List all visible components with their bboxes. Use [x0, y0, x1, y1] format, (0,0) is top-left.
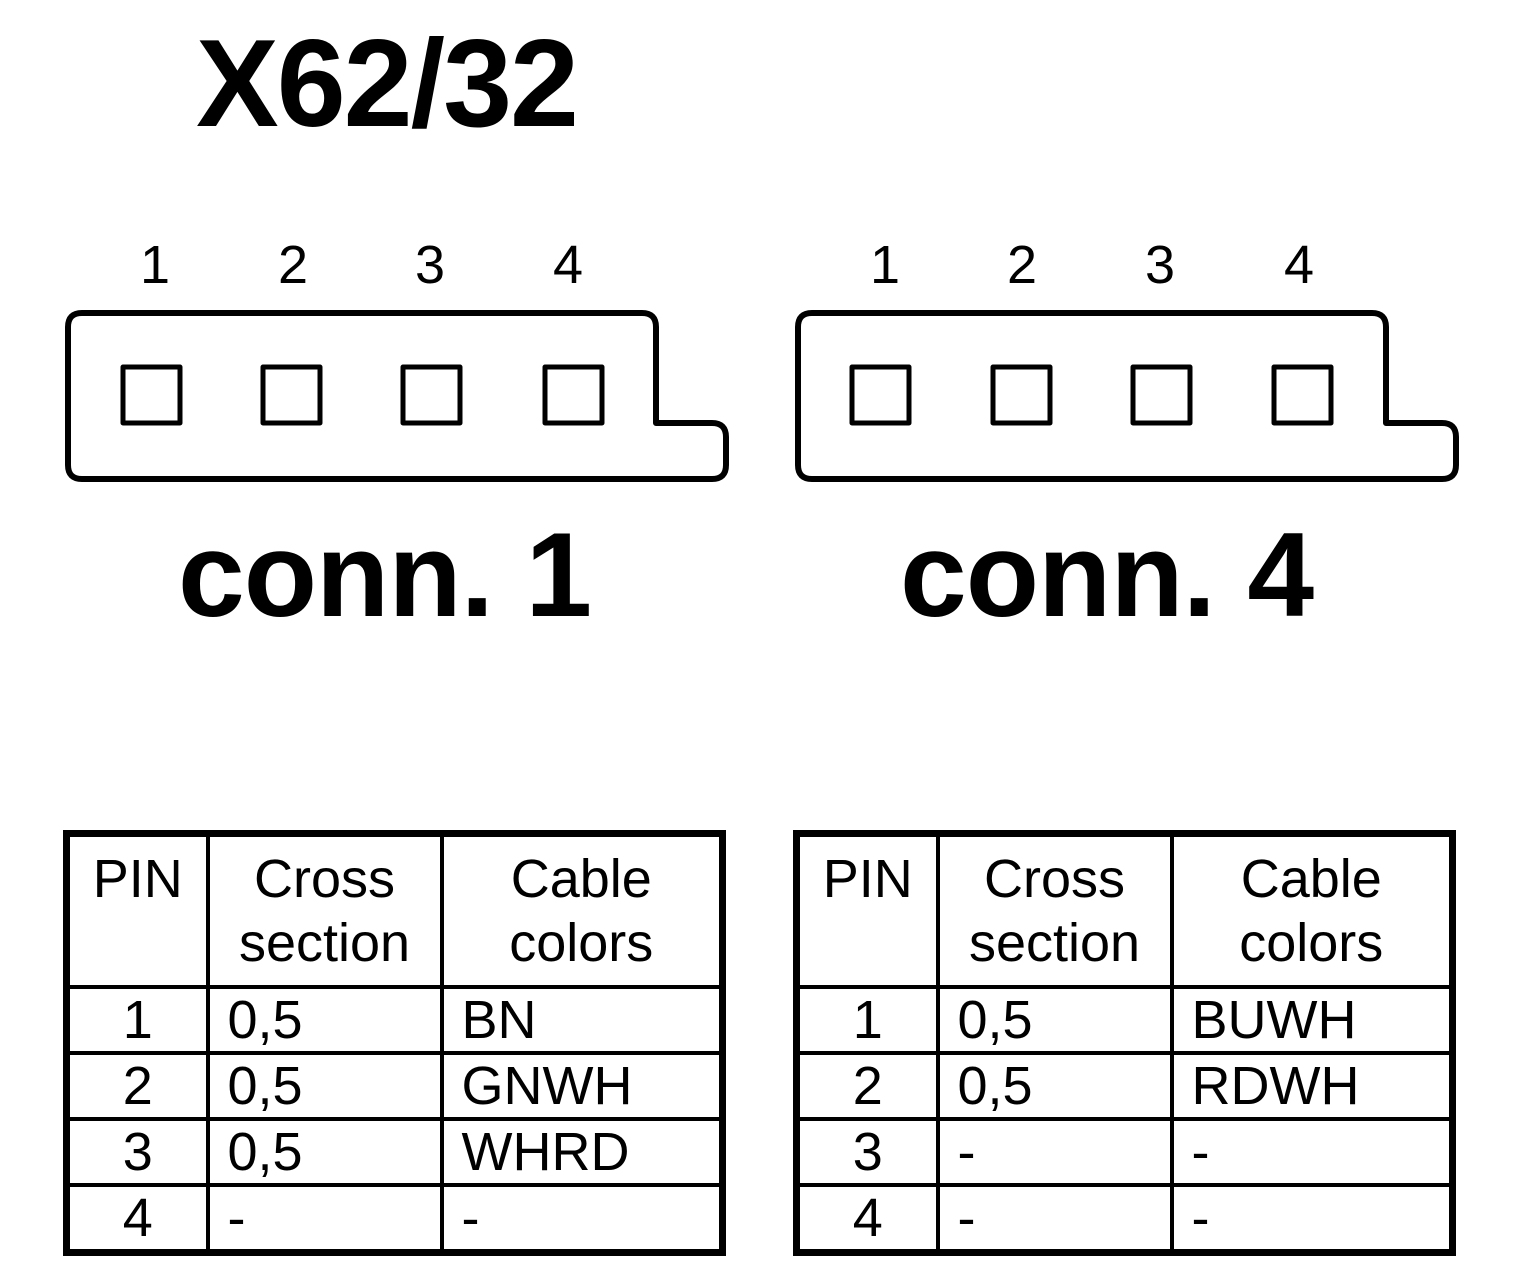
pin-cell: 3 — [64, 1117, 210, 1187]
pin-cell: 1 — [794, 985, 940, 1055]
conn1-pin-number-2: 2 — [277, 235, 309, 295]
cross-section-cell: - — [205, 1183, 444, 1255]
pin-cell: 1 — [64, 985, 210, 1055]
conn4-pin-number-2: 2 — [1006, 235, 1038, 295]
conn4-pin-number-4: 4 — [1283, 235, 1315, 295]
cross-section-cell: 0,5 — [205, 985, 444, 1055]
cross-section-cell: 0,5 — [935, 1051, 1174, 1121]
connector-4-label: conn. 4 — [900, 508, 1314, 642]
pin-header: PIN — [794, 831, 940, 989]
diagram-title: X62/32 — [196, 15, 579, 153]
wiring-table-conn-4: PIN Cross section Cable colors 1 0,5 BUW… — [793, 830, 1456, 1256]
conn4-pin-socket-1 — [849, 364, 912, 426]
conn4-pin-socket-4 — [1271, 364, 1334, 426]
pin-cell: 3 — [794, 1117, 940, 1187]
conn1-pin-socket-1 — [120, 364, 183, 426]
cable-color-cell: GNWH — [439, 1051, 725, 1121]
cable-color-cell: - — [1169, 1183, 1455, 1255]
pin-cell: 4 — [794, 1183, 940, 1255]
wiring-table-conn-1: PIN Cross section Cable colors 1 0,5 BN … — [63, 830, 726, 1256]
table-row: 4 - - — [794, 1183, 1455, 1255]
conn1-pin-socket-4 — [542, 364, 605, 426]
conn1-pin-number-1: 1 — [139, 235, 171, 295]
table-header-row: PIN Cross section Cable colors — [64, 831, 725, 989]
cross-section-cell: 0,5 — [935, 985, 1174, 1055]
conn1-pin-number-3: 3 — [414, 235, 446, 295]
cross-section-header: Cross section — [205, 831, 444, 989]
connector-drawings — [65, 310, 1459, 482]
connector-4-body — [795, 310, 1459, 482]
cable-color-cell: - — [439, 1183, 725, 1255]
table-row: 1 0,5 BN — [64, 985, 725, 1055]
conn1-pin-number-4: 4 — [552, 235, 584, 295]
cable-colors-header: Cable colors — [439, 831, 725, 989]
cable-colors-header: Cable colors — [1169, 831, 1455, 989]
cross-section-cell: - — [935, 1117, 1174, 1187]
pin-cell: 2 — [64, 1051, 210, 1121]
cross-section-cell: 0,5 — [205, 1051, 444, 1121]
cross-section-cell: - — [935, 1183, 1174, 1255]
cable-color-cell: WHRD — [439, 1117, 725, 1187]
connector-1-body — [65, 310, 729, 482]
pin-cell: 2 — [794, 1051, 940, 1121]
conn4-pin-socket-2 — [990, 364, 1053, 426]
conn1-pin-socket-3 — [400, 364, 463, 426]
table-row: 1 0,5 BUWH — [794, 985, 1455, 1055]
cable-color-cell: BUWH — [1169, 985, 1455, 1055]
cable-color-cell: RDWH — [1169, 1051, 1455, 1121]
cross-section-cell: 0,5 — [205, 1117, 444, 1187]
cable-color-cell: - — [1169, 1117, 1455, 1187]
conn1-pin-socket-2 — [260, 364, 323, 426]
table-header-row: PIN Cross section Cable colors — [794, 831, 1455, 989]
table-row: 2 0,5 RDWH — [794, 1051, 1455, 1121]
table-row: 2 0,5 GNWH — [64, 1051, 725, 1121]
connector-1-label: conn. 1 — [178, 508, 592, 642]
table-row: 3 0,5 WHRD — [64, 1117, 725, 1187]
table-row: 4 - - — [64, 1183, 725, 1255]
cross-section-header: Cross section — [935, 831, 1174, 989]
conn4-pin-number-1: 1 — [869, 235, 901, 295]
conn4-pin-socket-3 — [1130, 364, 1193, 426]
conn4-pin-number-3: 3 — [1144, 235, 1176, 295]
pin-header: PIN — [64, 831, 210, 989]
cable-color-cell: BN — [439, 985, 725, 1055]
table-row: 3 - - — [794, 1117, 1455, 1187]
pin-cell: 4 — [64, 1183, 210, 1255]
